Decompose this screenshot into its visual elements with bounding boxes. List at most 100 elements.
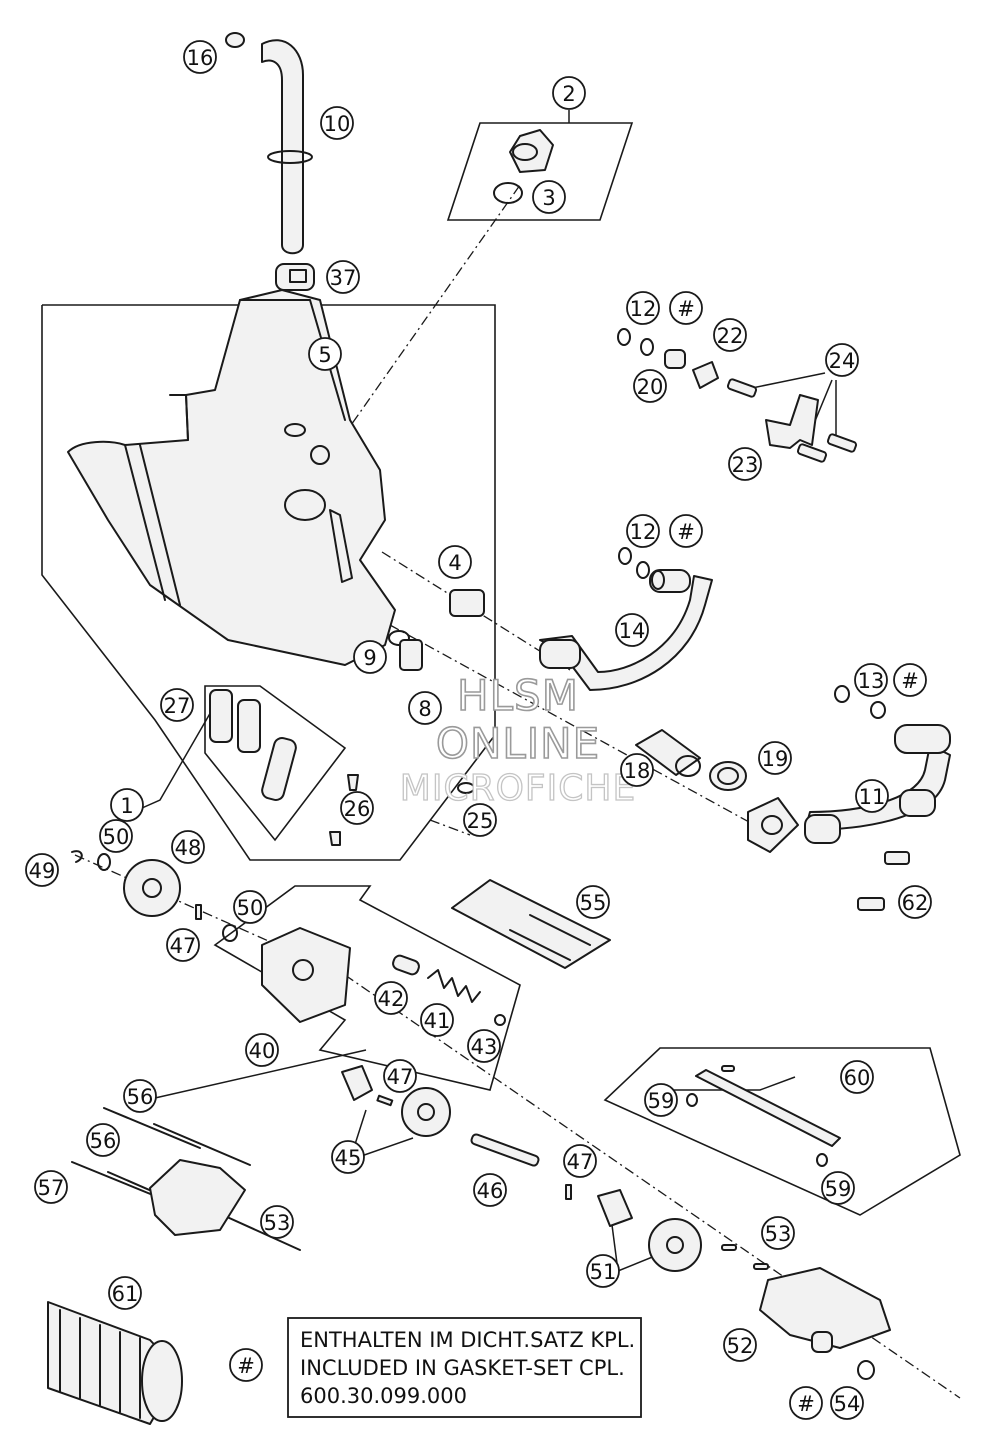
group-frame-oil-line bbox=[603, 1047, 961, 1216]
callout-hash: # bbox=[669, 291, 703, 325]
oil-strainer-55-part bbox=[451, 879, 611, 969]
group-frame-oil-pump-cover bbox=[213, 885, 521, 1091]
callout-1: 1 bbox=[110, 788, 144, 822]
callout-53: 53 bbox=[260, 1205, 294, 1239]
bushing-20-part bbox=[664, 349, 686, 369]
washer-50-right-part bbox=[222, 924, 238, 942]
callout-circle bbox=[473, 1173, 507, 1207]
callout-label: 13 bbox=[858, 669, 885, 693]
callout-circle bbox=[260, 1205, 294, 1239]
callout-circle bbox=[383, 1059, 417, 1093]
o-ring-54-part bbox=[857, 1360, 875, 1380]
callout-circle bbox=[669, 514, 703, 548]
callout-circle bbox=[108, 1276, 142, 1310]
note-box bbox=[287, 1317, 642, 1418]
callout-circle bbox=[552, 76, 586, 110]
callout-circle bbox=[532, 180, 566, 214]
callout-label: 62 bbox=[902, 891, 929, 915]
callout-37: 37 bbox=[326, 260, 360, 294]
filler-cap-part bbox=[493, 129, 554, 204]
callout-2: 2 bbox=[552, 76, 586, 110]
callout-label: 11 bbox=[859, 785, 886, 809]
callout-40: 40 bbox=[245, 1033, 279, 1067]
screws-24-part bbox=[726, 378, 858, 463]
hose-clamp-part bbox=[275, 263, 315, 291]
callout-label: 20 bbox=[637, 375, 664, 399]
pin-47-lower-part bbox=[565, 1184, 572, 1200]
oil-tank-part bbox=[67, 289, 396, 666]
plug-8-part bbox=[399, 639, 423, 671]
callout-label: 4 bbox=[448, 551, 461, 575]
callout-circle bbox=[463, 803, 497, 837]
callout-label: 24 bbox=[829, 349, 856, 373]
flange-part bbox=[747, 797, 799, 853]
callout-label: 47 bbox=[567, 1150, 594, 1174]
callout-label: # bbox=[237, 1354, 255, 1378]
callout-label: 23 bbox=[732, 453, 759, 477]
rotors-51-part bbox=[597, 1189, 702, 1272]
callout-label: 48 bbox=[175, 836, 202, 860]
seal-19-part bbox=[709, 761, 747, 791]
rotors-45-part bbox=[341, 1065, 451, 1137]
dowels-53-part bbox=[721, 1244, 769, 1270]
callout-23: 23 bbox=[728, 447, 762, 481]
callout-43: 43 bbox=[467, 1029, 501, 1063]
callout-47: 47 bbox=[563, 1144, 597, 1178]
filter-18-part bbox=[635, 729, 701, 777]
callout-10: 10 bbox=[320, 106, 354, 140]
callout-circle bbox=[669, 291, 703, 325]
callout-circle bbox=[331, 1140, 365, 1174]
callout-circle bbox=[825, 343, 859, 377]
callout-circle bbox=[789, 1386, 823, 1420]
callout-3: 3 bbox=[532, 180, 566, 214]
callout-label: # bbox=[677, 520, 695, 544]
callout-hash: # bbox=[893, 663, 927, 697]
callout-circle bbox=[326, 260, 360, 294]
callout-label: 56 bbox=[90, 1129, 117, 1153]
pin-47-middle-part bbox=[376, 1094, 394, 1107]
callout-circle bbox=[723, 1328, 757, 1362]
callout-13: 13 bbox=[854, 663, 888, 697]
callout-18: 18 bbox=[620, 753, 654, 787]
oil-filter-61-part bbox=[47, 1301, 183, 1425]
callout-label: 47 bbox=[170, 934, 197, 958]
callout-22: 22 bbox=[713, 318, 747, 352]
callout-51: 51 bbox=[586, 1254, 620, 1288]
callout-circle bbox=[166, 928, 200, 962]
callout-circle bbox=[840, 1060, 874, 1094]
callout-61: 61 bbox=[108, 1276, 142, 1310]
callout-circle bbox=[467, 1029, 501, 1063]
callout-14: 14 bbox=[615, 613, 649, 647]
group-frame-cap bbox=[446, 122, 634, 221]
callout-label: 59 bbox=[825, 1177, 852, 1201]
oil-line-60-part bbox=[695, 1065, 841, 1147]
pump-cover-40-part bbox=[261, 927, 351, 1023]
callout-markers: 1610233751222202423412149813271191811252… bbox=[25, 40, 932, 1420]
callout-25: 25 bbox=[463, 803, 497, 837]
watermark-line-1: HLSM bbox=[457, 671, 579, 720]
callout-label: 12 bbox=[630, 520, 657, 544]
callout-circle bbox=[340, 791, 374, 825]
callout-label: 57 bbox=[38, 1176, 65, 1200]
callout-circle bbox=[728, 447, 762, 481]
callout-8: 8 bbox=[408, 691, 442, 725]
pin-47-upper-part bbox=[195, 904, 202, 920]
screws-26-part bbox=[329, 774, 359, 846]
callout-label: 52 bbox=[727, 1334, 754, 1358]
callout-55: 55 bbox=[576, 885, 610, 919]
callout-circle bbox=[758, 741, 792, 775]
callout-57: 57 bbox=[34, 1170, 68, 1204]
callout-label: 14 bbox=[619, 619, 646, 643]
callout-label: 19 bbox=[762, 747, 789, 771]
callout-label: 45 bbox=[335, 1146, 362, 1170]
callout-label: 41 bbox=[424, 1009, 451, 1033]
callout-circle bbox=[438, 545, 472, 579]
callout-label: # bbox=[901, 669, 919, 693]
callout-circle bbox=[854, 663, 888, 697]
callout-49: 49 bbox=[25, 853, 59, 887]
screws-62-part bbox=[857, 851, 910, 911]
callout-circle bbox=[586, 1254, 620, 1288]
callout-label: 53 bbox=[264, 1211, 291, 1235]
small-clamp-part bbox=[225, 32, 245, 48]
